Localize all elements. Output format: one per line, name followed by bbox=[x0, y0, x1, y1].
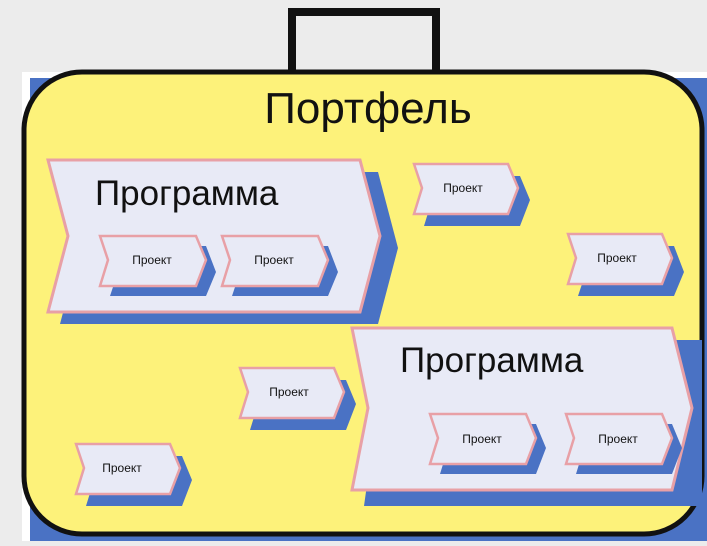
project-chevron bbox=[412, 162, 520, 216]
project-label: Проект bbox=[102, 461, 142, 475]
standalone-project-4: Проект bbox=[74, 442, 192, 506]
project-chevron bbox=[566, 232, 674, 286]
program-1-label: Программа bbox=[95, 174, 279, 213]
program-1-project-1: Проект bbox=[98, 234, 216, 296]
project-chevron bbox=[564, 412, 674, 466]
program-2: Программа Проект Проект bbox=[350, 326, 702, 506]
briefcase-handle bbox=[288, 8, 440, 84]
standalone-project-2: Проект bbox=[566, 232, 684, 296]
portfolio-title: Портфель bbox=[264, 84, 472, 133]
project-label: Проект bbox=[254, 253, 294, 267]
program-2-label: Программа bbox=[400, 341, 584, 380]
project-chevron bbox=[220, 234, 330, 288]
project-label: Проект bbox=[462, 432, 502, 446]
project-label: Проект bbox=[443, 181, 483, 195]
program-1: Программа Проект Проект bbox=[46, 158, 398, 324]
standalone-project-1: Проект bbox=[412, 162, 530, 226]
project-label: Проект bbox=[132, 253, 172, 267]
standalone-project-3: Проект bbox=[238, 366, 356, 430]
project-label: Проект bbox=[598, 432, 638, 446]
program-1-project-2: Проект bbox=[220, 234, 338, 296]
project-label: Проект bbox=[597, 251, 637, 265]
project-chevron bbox=[428, 412, 538, 466]
project-chevron bbox=[238, 366, 346, 420]
project-chevron bbox=[74, 442, 182, 496]
project-chevron bbox=[98, 234, 208, 288]
program-2-project-1: Проект bbox=[428, 412, 546, 474]
project-label: Проект bbox=[269, 385, 309, 399]
program-2-project-2: Проект bbox=[564, 412, 682, 474]
